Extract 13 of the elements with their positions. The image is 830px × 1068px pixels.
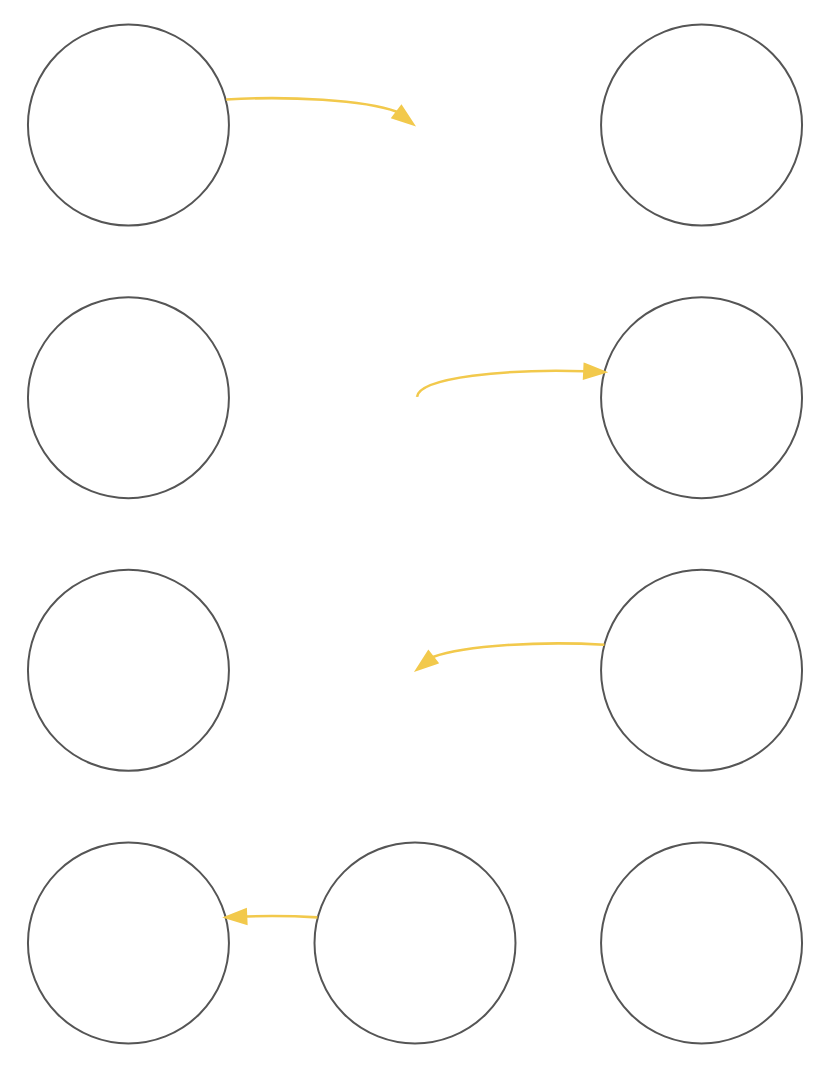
node-circle [26, 23, 230, 227]
node-circle [600, 568, 804, 772]
arrow [415, 362, 609, 398]
node-circle [26, 296, 230, 500]
node-circle [600, 23, 804, 227]
node-circle [26, 841, 230, 1045]
node-circle [600, 296, 804, 500]
arrow [413, 642, 605, 672]
arrow [226, 96, 417, 127]
arrow [222, 907, 318, 926]
node-circle [26, 568, 230, 772]
node-circle [600, 841, 804, 1045]
node-circle [313, 841, 517, 1045]
